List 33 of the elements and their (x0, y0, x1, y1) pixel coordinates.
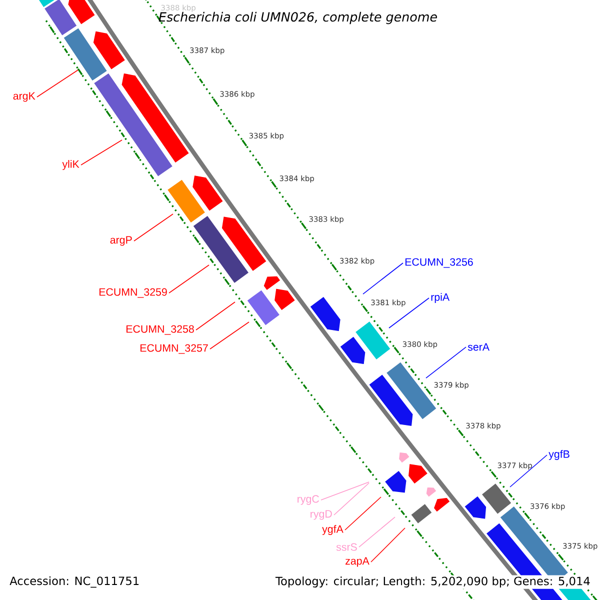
leader-line (388, 298, 430, 328)
leader-line (362, 262, 404, 294)
leader-line (510, 454, 548, 488)
gene-label: zapA (346, 557, 370, 567)
leader-line (168, 264, 210, 294)
info-text: Topology: circular; Length: 5,202,090 bp; Genes: 5,014 (274, 575, 592, 589)
leader-line (320, 482, 370, 500)
leader-line (134, 214, 174, 242)
gene-label: ECUMN_3256 (405, 258, 473, 268)
gene-label: ECUMN_3257 (140, 344, 208, 354)
gene-label: ssrS (336, 543, 357, 551)
leader-line (344, 496, 382, 530)
leader-line (426, 346, 466, 378)
leader-line (210, 322, 250, 350)
leader-line (80, 140, 122, 166)
gene-label: ECUMN_3258 (126, 325, 194, 335)
info-text: Accession: NC_011751 (10, 576, 139, 588)
gene-label: ygfB (548, 450, 570, 460)
gene-label: argK (13, 92, 36, 102)
gene-label: ygfA (322, 525, 344, 535)
gene-label: ECUMN_3259 (100, 288, 167, 298)
gene-label: argP (110, 236, 132, 246)
gene-label: yliK (62, 160, 80, 170)
gene-label: rpiA (431, 293, 450, 303)
leader-line (358, 516, 396, 548)
title: Escherichia coli UMN026, complete genome (158, 12, 437, 24)
gene-label: rygC (298, 495, 319, 505)
leader-line (334, 482, 370, 516)
leader-line (36, 70, 78, 98)
gene-label: rygD (310, 510, 332, 520)
leader-line (196, 302, 236, 330)
gene-label: serA (468, 343, 490, 351)
leader-line (370, 528, 406, 562)
